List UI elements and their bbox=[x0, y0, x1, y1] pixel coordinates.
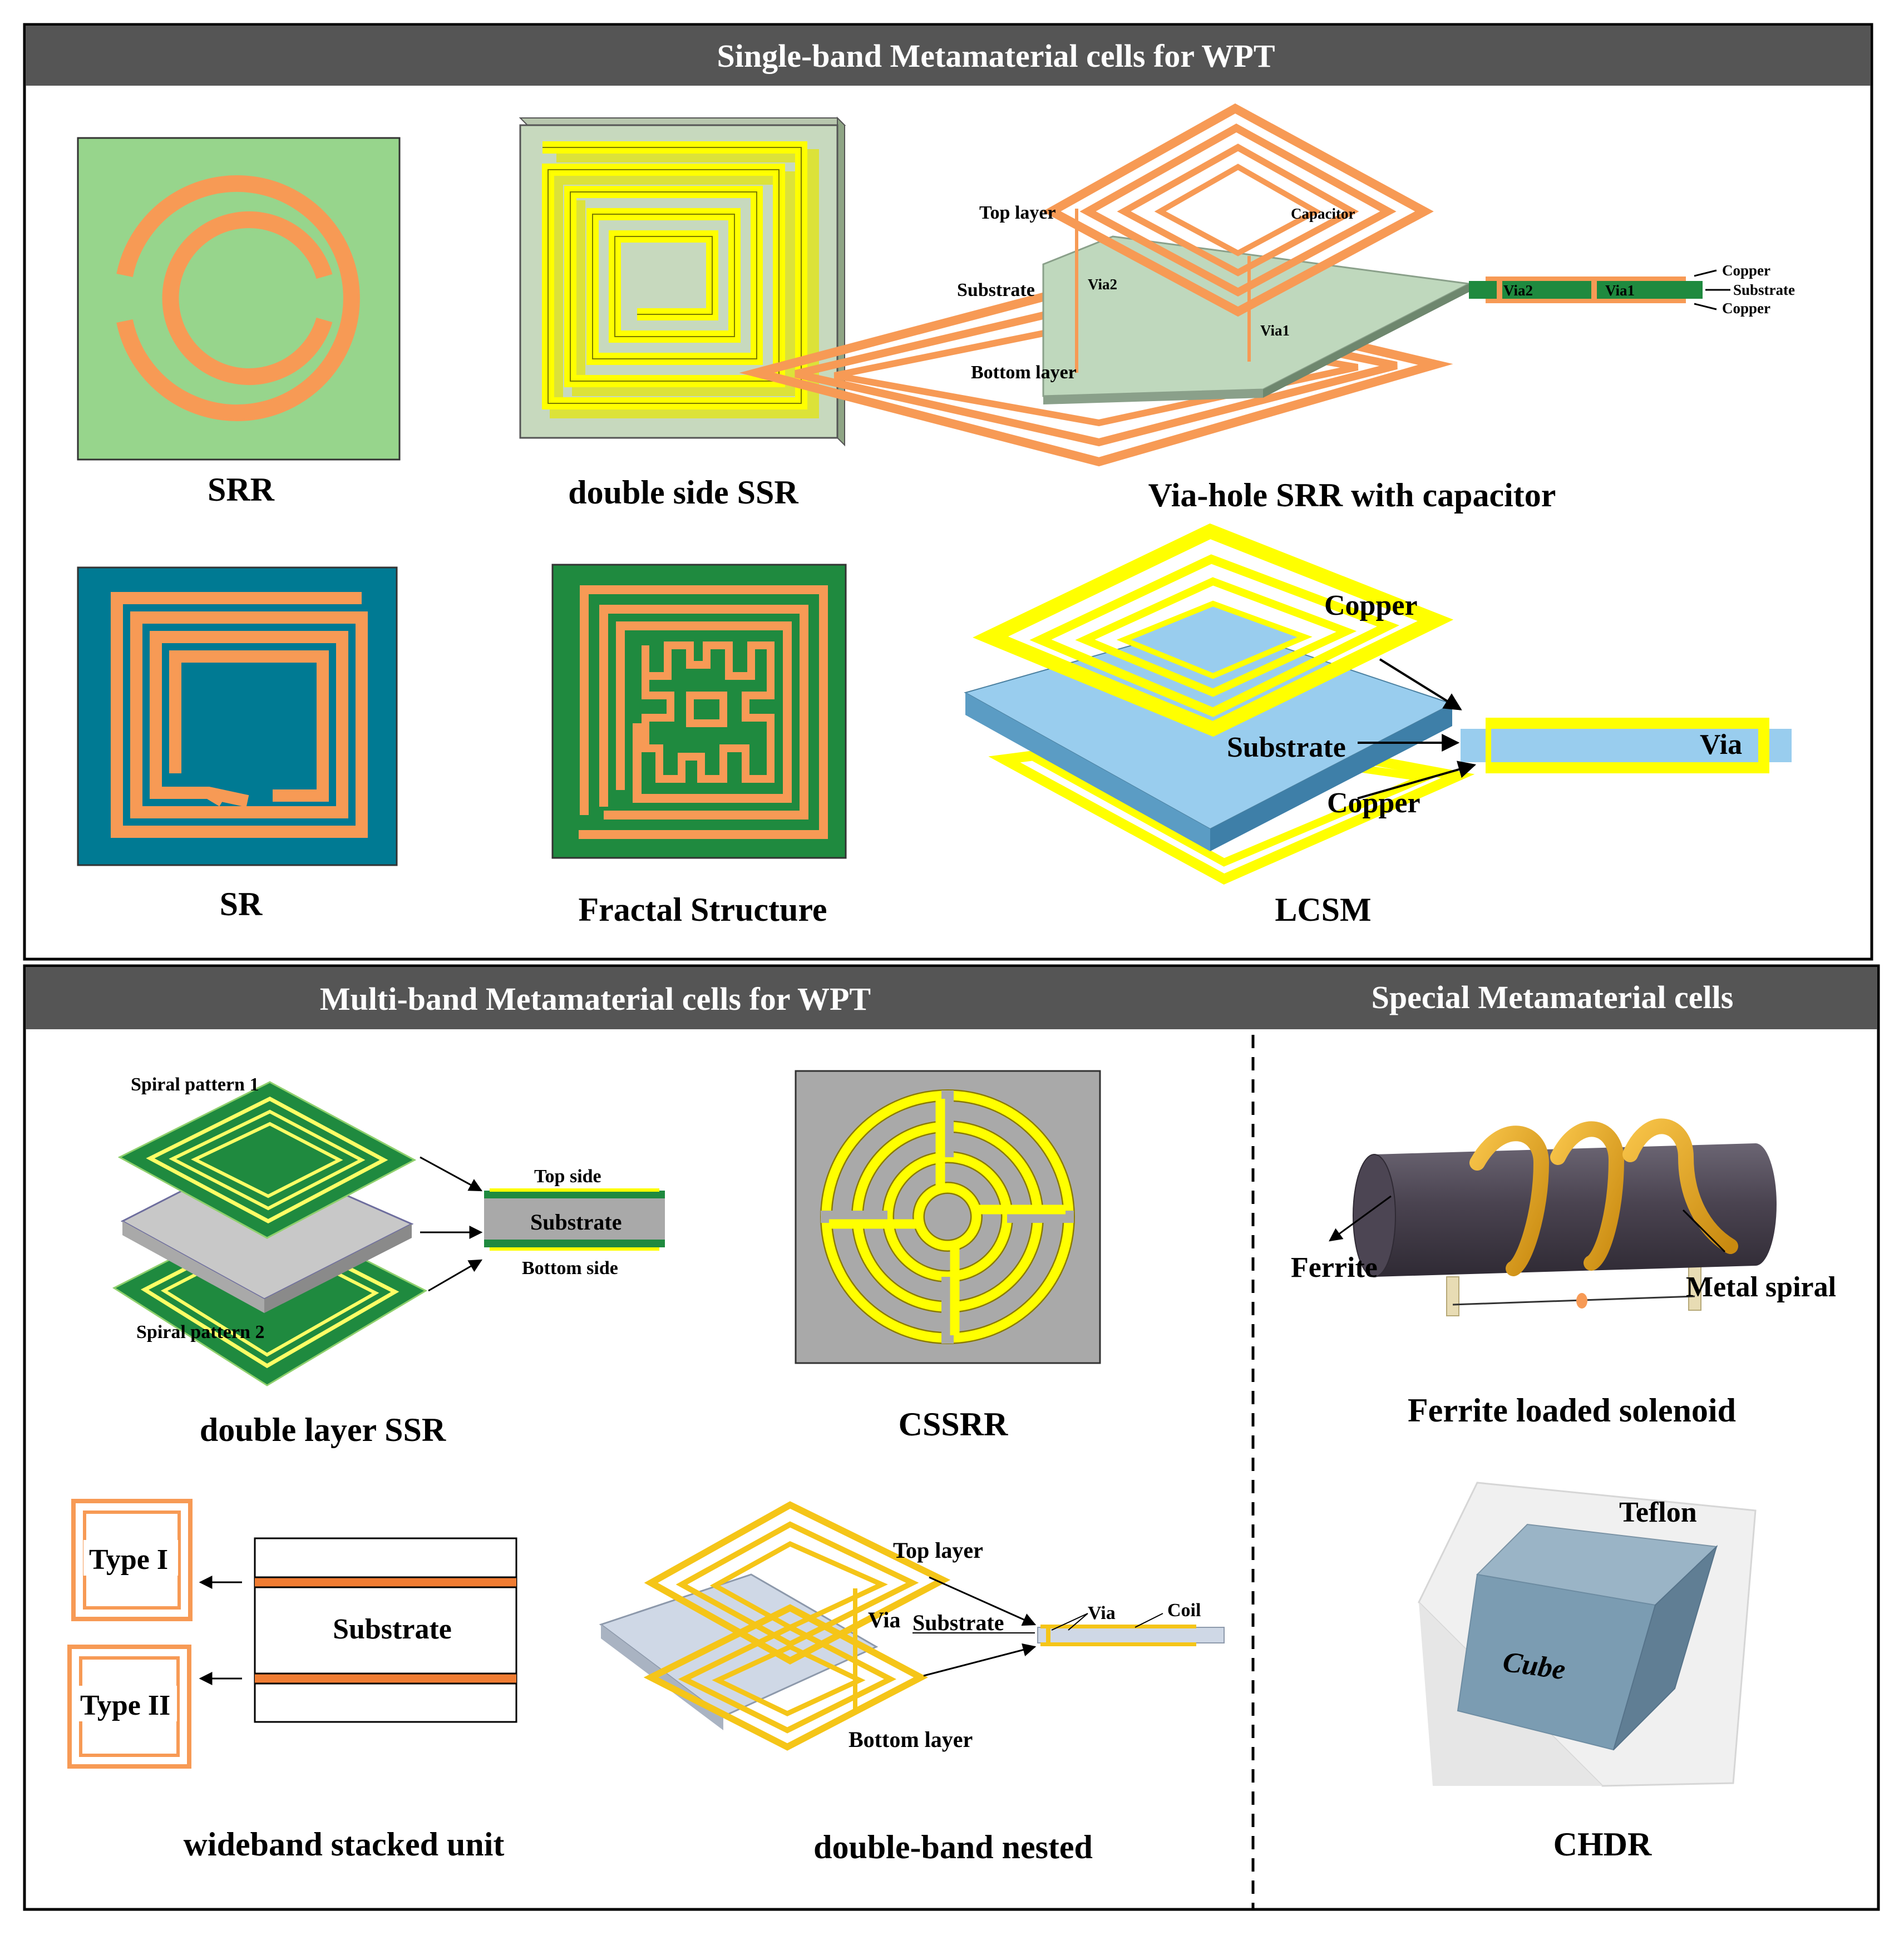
lcsm-side-via bbox=[1758, 729, 1769, 762]
srr-caption: SRR bbox=[208, 471, 275, 508]
dl-bottom-side-label: Bottom side bbox=[522, 1258, 618, 1279]
db-side-section bbox=[1038, 1625, 1224, 1646]
via-top-layer-label: Top layer bbox=[979, 203, 1056, 223]
lcsm-copper-top-label: Copper bbox=[1324, 590, 1418, 621]
via2-label: Via2 bbox=[1088, 276, 1117, 293]
db-via-label: Via bbox=[868, 1607, 901, 1632]
teflon-label: Teflon bbox=[1619, 1497, 1697, 1528]
lcsm-side-copper-top bbox=[1486, 718, 1769, 729]
ferrite-cylinder bbox=[1353, 1143, 1777, 1277]
wideband-layer1 bbox=[255, 1577, 516, 1587]
dl-spiral1-label: Spiral pattern 1 bbox=[131, 1074, 259, 1095]
bottom-panel: Multi-band Metamaterial cells for WPT Sp… bbox=[24, 966, 1878, 1909]
ferrite-label: Ferrite bbox=[1291, 1252, 1378, 1284]
wideband-layer2 bbox=[255, 1674, 516, 1684]
ferrite-caption: Ferrite loaded solenoid bbox=[1408, 1392, 1736, 1429]
db-bottom-layer-label: Bottom layer bbox=[849, 1727, 973, 1752]
wideband-substrate-label: Substrate bbox=[333, 1613, 452, 1645]
via-side-copper-top-label: Copper bbox=[1722, 262, 1770, 279]
special-header: Special Metamaterial cells bbox=[1372, 979, 1734, 1015]
ssr-substrate-top-edge bbox=[520, 118, 845, 125]
via-side-via2-label: Via2 bbox=[1503, 282, 1533, 299]
via-hole-caption: Via-hole SRR with capacitor bbox=[1148, 477, 1556, 514]
dl-top-side-label: Top side bbox=[534, 1166, 601, 1187]
dl-substrate-label: Substrate bbox=[530, 1210, 621, 1235]
via-side-via1-label: Via1 bbox=[1605, 282, 1635, 299]
lcsm-substrate-label: Substrate bbox=[1227, 732, 1346, 763]
via-side-copper-top bbox=[1486, 277, 1686, 281]
via-side-copper-bottom bbox=[1486, 299, 1686, 303]
double-band-caption: double-band nested bbox=[813, 1829, 1093, 1865]
single-band-header: Single-band Metamaterial cells for WPT bbox=[717, 38, 1275, 74]
multi-band-header: Multi-band Metamaterial cells for WPT bbox=[320, 981, 871, 1017]
ferrite-leg-left bbox=[1447, 1277, 1459, 1316]
type2-label: Type II bbox=[80, 1690, 170, 1721]
double-layer-ssr-caption: double layer SSR bbox=[200, 1411, 446, 1448]
double-side-ssr-caption: double side SSR bbox=[568, 474, 798, 511]
via-side-via1 bbox=[1591, 281, 1597, 299]
via-side-copper-bottom-label: Copper bbox=[1722, 300, 1770, 317]
wideband-caption: wideband stacked unit bbox=[184, 1826, 505, 1863]
via-side-via2 bbox=[1497, 281, 1502, 299]
srr-cell: SRR bbox=[78, 138, 399, 508]
dl-spiral2-label: Spiral pattern 2 bbox=[136, 1322, 264, 1342]
via-substrate-label: Substrate bbox=[957, 280, 1035, 300]
lcsm-via-label: Via bbox=[1700, 729, 1742, 761]
db-coil-label: Coil bbox=[1167, 1600, 1201, 1621]
via-bottom-layer-label: Bottom layer bbox=[971, 362, 1077, 383]
via-side-substrate-label: Substrate bbox=[1733, 282, 1795, 298]
lcsm-caption: LCSM bbox=[1275, 891, 1371, 928]
type1-label: Type I bbox=[89, 1544, 168, 1576]
lcsm-copper-bottom-label: Copper bbox=[1327, 787, 1420, 819]
db-substrate-label: Substrate bbox=[912, 1610, 1004, 1635]
ferrite-cap bbox=[1576, 1293, 1587, 1309]
capacitor-label: Capacitor bbox=[1291, 205, 1355, 222]
db-top-layer-label: Top layer bbox=[893, 1538, 983, 1563]
fractal-caption: Fractal Structure bbox=[578, 891, 827, 928]
cssrr-caption: CSSRR bbox=[899, 1406, 1008, 1443]
metal-spiral-label: Metal spiral bbox=[1686, 1271, 1836, 1303]
single-band-panel: Single-band Metamaterial cells for WPT S… bbox=[24, 24, 1872, 959]
via1-label: Via1 bbox=[1260, 322, 1290, 339]
lcsm-side-copper-bottom bbox=[1486, 762, 1769, 773]
db-side-via-label: Via bbox=[1088, 1603, 1116, 1623]
chdr-caption: CHDR bbox=[1553, 1826, 1652, 1863]
sr-caption: SR bbox=[220, 886, 263, 922]
